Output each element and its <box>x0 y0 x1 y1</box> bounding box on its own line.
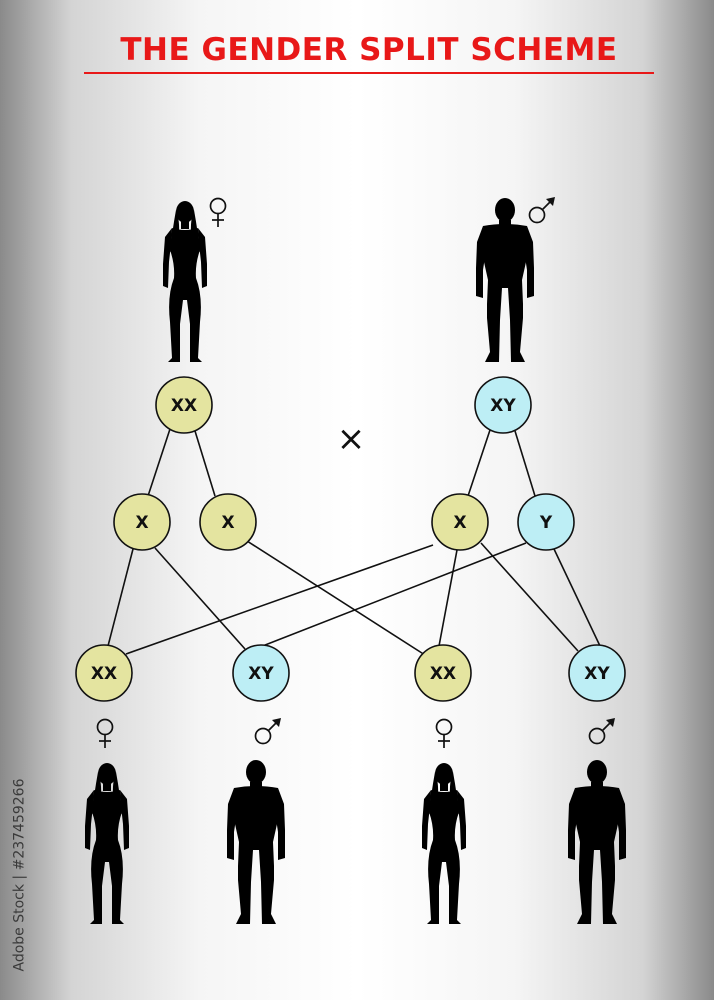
svg-text:XY: XY <box>248 664 274 684</box>
daughter-silhouette <box>85 763 129 924</box>
svg-text:X: X <box>135 513 148 533</box>
connector-mX1-child1 <box>107 548 134 647</box>
svg-text:X: X <box>453 513 466 533</box>
mother-genotype-node: XX <box>155 376 213 434</box>
connector-fY-child4 <box>553 548 601 647</box>
svg-text:X: X <box>221 513 234 533</box>
connector-fX-child1 <box>125 544 434 655</box>
connector-mother-gamete1 <box>147 428 171 497</box>
father-silhouette <box>476 198 534 362</box>
connector-lines <box>107 428 601 656</box>
father-gamete-node: X <box>431 493 489 551</box>
watermark-text: Adobe Stock | #237459266 <box>11 778 27 972</box>
mother-gamete-node: X <box>113 493 171 551</box>
diagram-title: THE GENDER SPLIT SCHEME <box>120 32 618 68</box>
svg-text:Y: Y <box>539 513 553 533</box>
connector-father-gamete2 <box>514 430 536 497</box>
title-underline <box>84 72 654 74</box>
offspring-genotype-node: XY <box>568 644 626 702</box>
connector-fX-child3 <box>438 549 458 647</box>
svg-text:XX: XX <box>91 664 117 684</box>
offspring-genotype-node: XX <box>414 644 472 702</box>
male-symbol-icon <box>528 196 556 224</box>
son-silhouette <box>568 760 626 924</box>
connector-fX-child4 <box>480 542 579 652</box>
connector-fY-child2 <box>259 542 527 648</box>
svg-text:XY: XY <box>490 396 516 416</box>
mother-silhouette <box>163 201 207 362</box>
father-gamete-node: Y <box>517 493 575 551</box>
svg-text:XX: XX <box>171 396 197 416</box>
connector-mX2-child3 <box>246 540 426 656</box>
connector-father-gamete1 <box>467 429 491 497</box>
female-symbol-icon <box>435 718 453 749</box>
svg-text:XX: XX <box>430 664 456 684</box>
son-silhouette <box>227 760 285 924</box>
mother-gamete-node: X <box>199 493 257 551</box>
female-symbol-icon <box>209 197 227 228</box>
offspring-genotype-node: XY <box>232 644 290 702</box>
stock-watermark: Adobe Stock | #237459266 <box>6 765 32 985</box>
connector-mX1-child2 <box>154 547 246 650</box>
daughter-silhouette <box>422 763 466 924</box>
connector-mother-gamete2 <box>194 430 216 497</box>
svg-text:XY: XY <box>584 664 610 684</box>
male-symbol-icon <box>254 717 282 745</box>
male-symbol-icon <box>588 717 616 745</box>
father-genotype-node: XY <box>474 376 532 434</box>
female-symbol-icon <box>96 718 114 749</box>
cross-symbol: × <box>337 419 366 459</box>
offspring-genotype-node: XX <box>75 644 133 702</box>
